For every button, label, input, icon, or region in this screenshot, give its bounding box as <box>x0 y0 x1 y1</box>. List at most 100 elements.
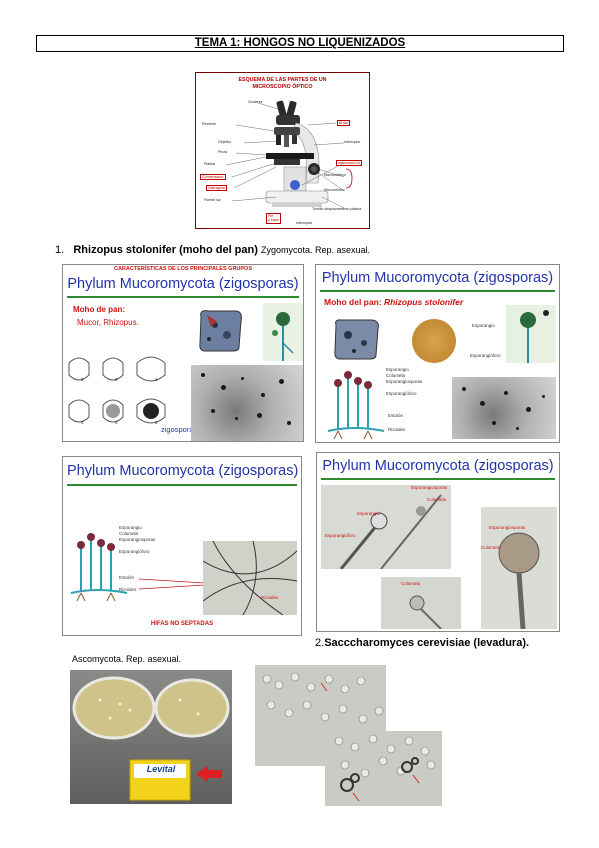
slide3-label-rizoides-photo: Rizoides <box>261 595 279 600</box>
slide2-label-esporangioforo: Esporangióforo <box>386 391 417 396</box>
slide4-rule <box>321 478 555 480</box>
label-micrometrico: Micrométrico <box>324 188 345 192</box>
microscope-title-line1: ESQUEMA DE LAS PARTES DE UN <box>238 77 327 83</box>
slide2-label-columela: Columela <box>386 373 406 378</box>
label-interruptor: Interruptor <box>344 140 361 144</box>
slide2-subtitle-plain: Moho del pan: <box>324 297 384 307</box>
mold-close-photo <box>452 377 556 439</box>
stage-5: 5 <box>115 420 118 425</box>
slide1-moho-examples: Mucor, Rhizopus. <box>77 318 139 327</box>
yeast-micrograph <box>255 665 442 806</box>
columella-micrograph <box>481 507 557 629</box>
stage-6: 6 <box>155 420 158 425</box>
section2-number: 2. <box>315 637 325 649</box>
slide3-label-estolon: Estolón <box>119 575 135 580</box>
slide4-label-columela-3: Columela <box>401 581 421 586</box>
slide2-label-rizoides: Rizoides <box>388 427 406 432</box>
slide1-zigosporas: zigosporas. <box>161 425 200 434</box>
yeast-brand-label: Levital <box>146 764 176 774</box>
slide3-title: Phylum Mucoromycota (zigosporas) <box>67 463 299 479</box>
slide2-subtitle-italic: Rhizopus stolonifer <box>383 297 464 307</box>
label-revolver: Revólver <box>202 122 217 126</box>
microscope-diagram: ESQUEMA DE LAS PARTES DE UN MICROSCOPIO … <box>195 72 370 229</box>
label-intensidad-luz: Intensidad luz <box>336 160 363 166</box>
stage-2: 2 <box>115 377 118 382</box>
label-brazo: Brazo <box>337 120 351 126</box>
sporangium-micro-photo <box>506 305 556 363</box>
slide2-rule <box>320 290 555 292</box>
bread-photo <box>330 317 382 361</box>
slide1-rule <box>67 296 299 298</box>
sporangia-micrograph-1 <box>321 485 451 569</box>
label-pie-text: Pie <box>268 214 274 218</box>
hyphae-micro-photo <box>203 541 297 615</box>
slide3-label-esporangiosporas: Esporangiosporas <box>119 537 156 542</box>
label-base-text: o base <box>268 218 279 223</box>
section2-subtitle: Ascomycota. Rep. asexual. <box>72 654 182 664</box>
label-oculares: Oculares <box>248 100 263 104</box>
slide2-title: Phylum Mucoromycota (zigosporas) <box>321 270 554 286</box>
section2-title: Sacccharomyces cerevisiae (levadura). <box>324 637 530 649</box>
slide2-subtitle: Moho del pan: Rhizopus stolonifer <box>324 297 463 307</box>
label-condensador: Condensador <box>200 174 226 180</box>
label-pinza: Pinza <box>218 150 227 154</box>
slide-micrographs: Phylum Mucoromycota (zigosporas) Esporan… <box>316 452 560 632</box>
slide3-rhizopus-diagram <box>70 533 128 602</box>
slide2-label-estolon: Estolón <box>388 413 404 418</box>
label-pie: Pie o base <box>266 213 281 224</box>
slide4-label-esporangioforo: Esporangióforo <box>325 533 356 538</box>
slide-characteristics: CARACTERÍSTICAS DE LOS PRINCIPALES GRUPO… <box>62 264 304 442</box>
slide4-label-esporangiosporas-2: Esporangiosporas <box>489 525 526 530</box>
slide3-label-rizoides: Rizoides <box>119 587 137 592</box>
label-tornillo: Tornillo desplazamiento platina <box>312 207 362 211</box>
stage-1: 1 <box>81 377 84 382</box>
slide2-label-esporangio: Esporangio <box>386 367 409 372</box>
slide4-label-columela-2: Columela <box>481 545 501 550</box>
microscope-title: ESQUEMA DE LAS PARTES DE UN MICROSCOPIO … <box>196 77 369 91</box>
stage-4: 4 <box>81 420 84 425</box>
slide1-top-caption: CARACTERÍSTICAS DE LOS PRINCIPALES GRUPO… <box>113 266 253 272</box>
slide3-label-esporangioforo: Esporangióforo <box>119 549 150 554</box>
mold-culture-photo <box>191 365 303 441</box>
label-interruptor-2: Interruptor <box>296 221 313 225</box>
slide1-moho-label: Moho de pan: <box>73 305 125 314</box>
label-objetivo: Objetivo <box>218 140 232 144</box>
section1-heading: 1. Rhizopus stolonifer (moho del pan) Zy… <box>55 244 370 256</box>
moldy-bread-photo <box>195 307 245 353</box>
label-macrometrico: Macrométrico <box>324 173 346 177</box>
slide1-title: Phylum Mucoromycota (zigosporas) <box>67 276 299 292</box>
slide3-label-columela: Columela <box>119 531 139 536</box>
page-title: TEMA 1: HONGOS NO LIQUENIZADOS <box>36 35 564 52</box>
zygospore-stages-diagram <box>68 356 166 424</box>
microscope-illustration <box>225 100 353 209</box>
section1-title: Rhizopus stolonifer (moho del pan) <box>73 244 258 256</box>
columella-micrograph-small <box>381 577 461 629</box>
yeast-culture-photo: Levital <box>70 670 232 804</box>
stage-3: 3 <box>155 377 158 382</box>
slide4-title: Phylum Mucoromycota (zigosporas) <box>322 458 554 474</box>
slide4-label-esporangio: Esporangio <box>357 511 380 516</box>
sporangium-photo <box>263 303 303 361</box>
microscope-title-line2: MICROSCOPIO ÓPTICO <box>252 84 313 90</box>
slide-rhizopus: Phylum Mucoromycota (zigosporas) Moho de… <box>315 264 560 443</box>
slide4-label-esporangiosporas: Esporangiosporas <box>411 485 448 490</box>
label-diafragma: Diafragma <box>206 185 227 191</box>
section2-heading: 2.Sacccharomyces cerevisiae (levadura). <box>315 637 529 649</box>
slide2-label-esporangiosporas: Esporangiosporas <box>386 379 423 384</box>
section1-subtitle: Zygomycota. Rep. asexual. <box>260 245 371 255</box>
section1-number: 1. <box>55 244 65 256</box>
rhizopus-structure-diagram <box>327 371 385 440</box>
slide3-arrows <box>139 578 206 590</box>
slide3-label-esporangio: Esporangio <box>119 525 142 530</box>
slide-hyphae: Phylum Mucoromycota (zigosporas) Esporan… <box>62 456 302 636</box>
yeast-micrograph-blank-1 <box>386 665 442 731</box>
slide3-rule <box>67 484 297 486</box>
slide3-footer: HIFAS NO SEPTADAS <box>150 621 214 627</box>
slide4-label-columela: Columela <box>427 497 447 502</box>
yeast-micrograph-blank-2 <box>255 766 325 806</box>
slide2-label-esporangioforo-top: Esporangióforo <box>470 353 501 358</box>
petri-dish-photo <box>412 319 456 363</box>
label-platina: Platina <box>204 162 215 166</box>
label-fuente-luz: Fuente luz <box>204 198 221 202</box>
slide2-label-esporangio-top: Esporangio <box>472 323 495 328</box>
